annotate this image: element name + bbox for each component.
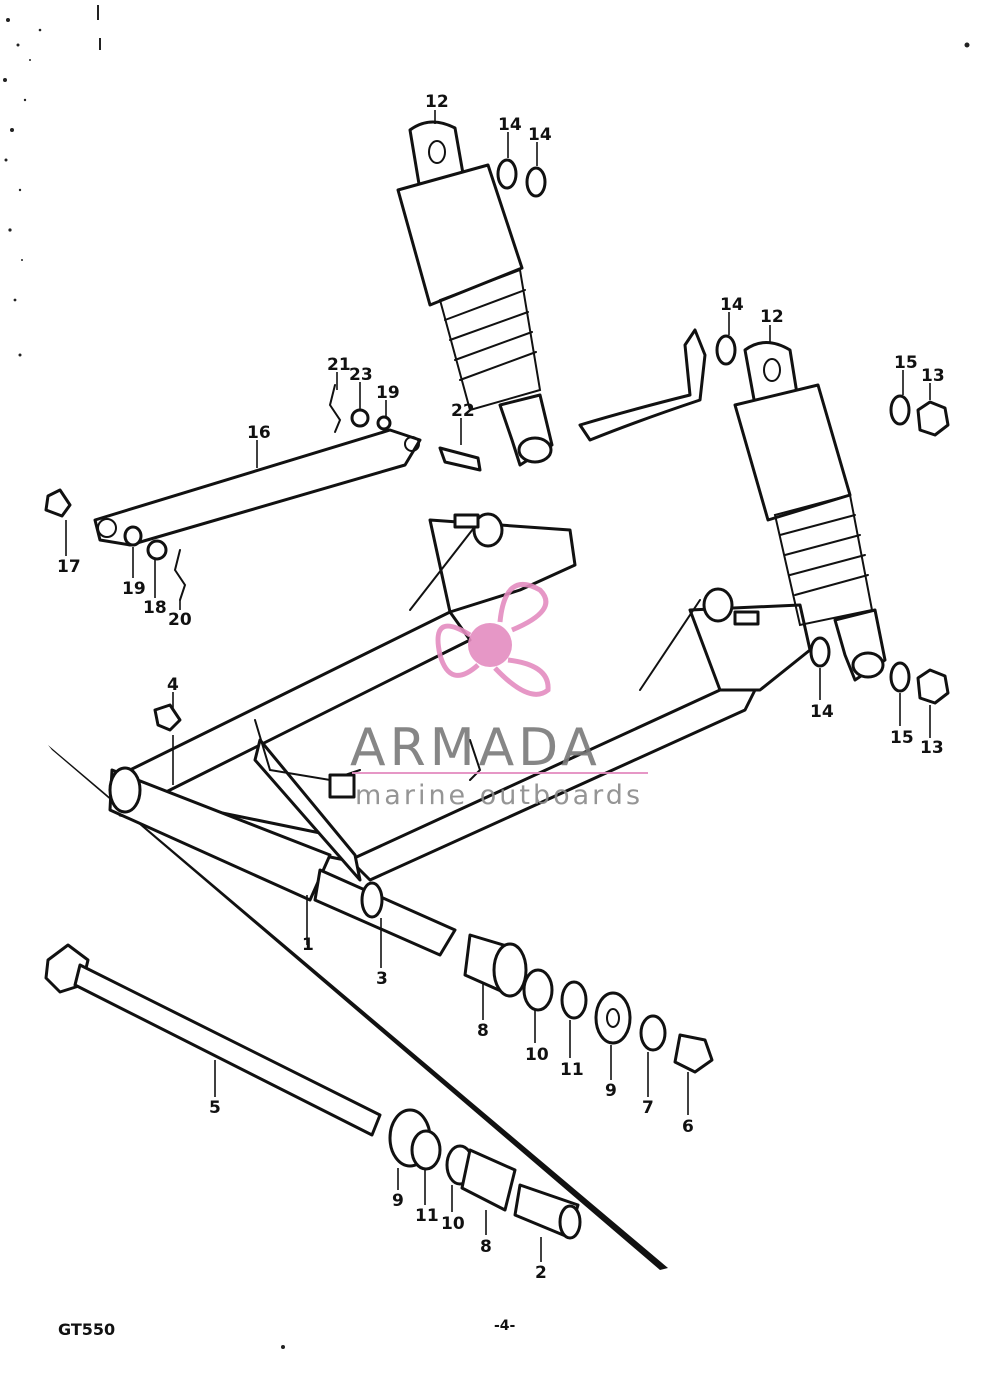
callout-15: 15 bbox=[890, 728, 914, 748]
callout-17: 17 bbox=[57, 557, 81, 577]
callout-9: 9 bbox=[605, 1081, 617, 1101]
propeller-icon bbox=[435, 582, 551, 697]
callout-19: 19 bbox=[122, 579, 146, 599]
callout-2: 2 bbox=[535, 1263, 547, 1283]
callout-12: 12 bbox=[425, 92, 449, 112]
callout-23: 23 bbox=[349, 365, 373, 385]
callout-14: 14 bbox=[528, 125, 552, 145]
pivot-assembly bbox=[108, 766, 714, 1074]
callout-12: 12 bbox=[760, 307, 784, 327]
callout-14: 14 bbox=[720, 295, 744, 315]
scan-noise bbox=[3, 5, 970, 1349]
callout-13: 13 bbox=[920, 738, 944, 758]
page-number: -4- bbox=[494, 1318, 516, 1334]
shock-absorber-right bbox=[733, 341, 887, 682]
callout-15: 15 bbox=[894, 353, 918, 373]
callout-14: 14 bbox=[810, 702, 834, 722]
callout-labels: 12 14 14 14 12 15 13 21 23 19 16 22 17 1… bbox=[57, 92, 945, 1283]
watermark-brand: ARMADA bbox=[350, 718, 601, 778]
callout-4: 4 bbox=[167, 675, 179, 695]
callout-1: 1 bbox=[302, 935, 314, 955]
hose-bracket bbox=[578, 328, 707, 442]
model-label: GT550 bbox=[58, 1320, 115, 1339]
callout-22: 22 bbox=[451, 401, 475, 421]
axis-centerline bbox=[48, 745, 668, 1270]
loose-hardware bbox=[153, 158, 950, 732]
callout-8: 8 bbox=[477, 1021, 489, 1041]
callout-16: 16 bbox=[247, 423, 271, 443]
leader-lines bbox=[65, 110, 931, 1262]
shock-absorber-left bbox=[396, 120, 554, 467]
callout-3: 3 bbox=[376, 969, 388, 989]
callout-5: 5 bbox=[209, 1098, 221, 1118]
callout-20: 20 bbox=[168, 610, 192, 630]
callout-10: 10 bbox=[441, 1214, 465, 1234]
callout-19: 19 bbox=[376, 383, 400, 403]
callout-18: 18 bbox=[143, 598, 167, 618]
callout-21: 21 bbox=[327, 355, 351, 375]
callout-14: 14 bbox=[498, 115, 522, 135]
watermark: ARMADA marine outboards bbox=[350, 582, 648, 811]
torque-link bbox=[44, 384, 482, 601]
callout-6: 6 bbox=[682, 1117, 694, 1137]
watermark-tagline: marine outboards bbox=[355, 780, 643, 811]
callout-13: 13 bbox=[921, 366, 945, 386]
lower-bushing-stack bbox=[388, 1108, 582, 1240]
callout-10: 10 bbox=[525, 1045, 549, 1065]
callout-9: 9 bbox=[392, 1191, 404, 1211]
callout-11: 11 bbox=[415, 1206, 439, 1226]
callout-8: 8 bbox=[480, 1237, 492, 1257]
pivot-bolt bbox=[44, 943, 382, 1137]
callout-7: 7 bbox=[642, 1098, 654, 1118]
callout-11: 11 bbox=[560, 1060, 584, 1080]
